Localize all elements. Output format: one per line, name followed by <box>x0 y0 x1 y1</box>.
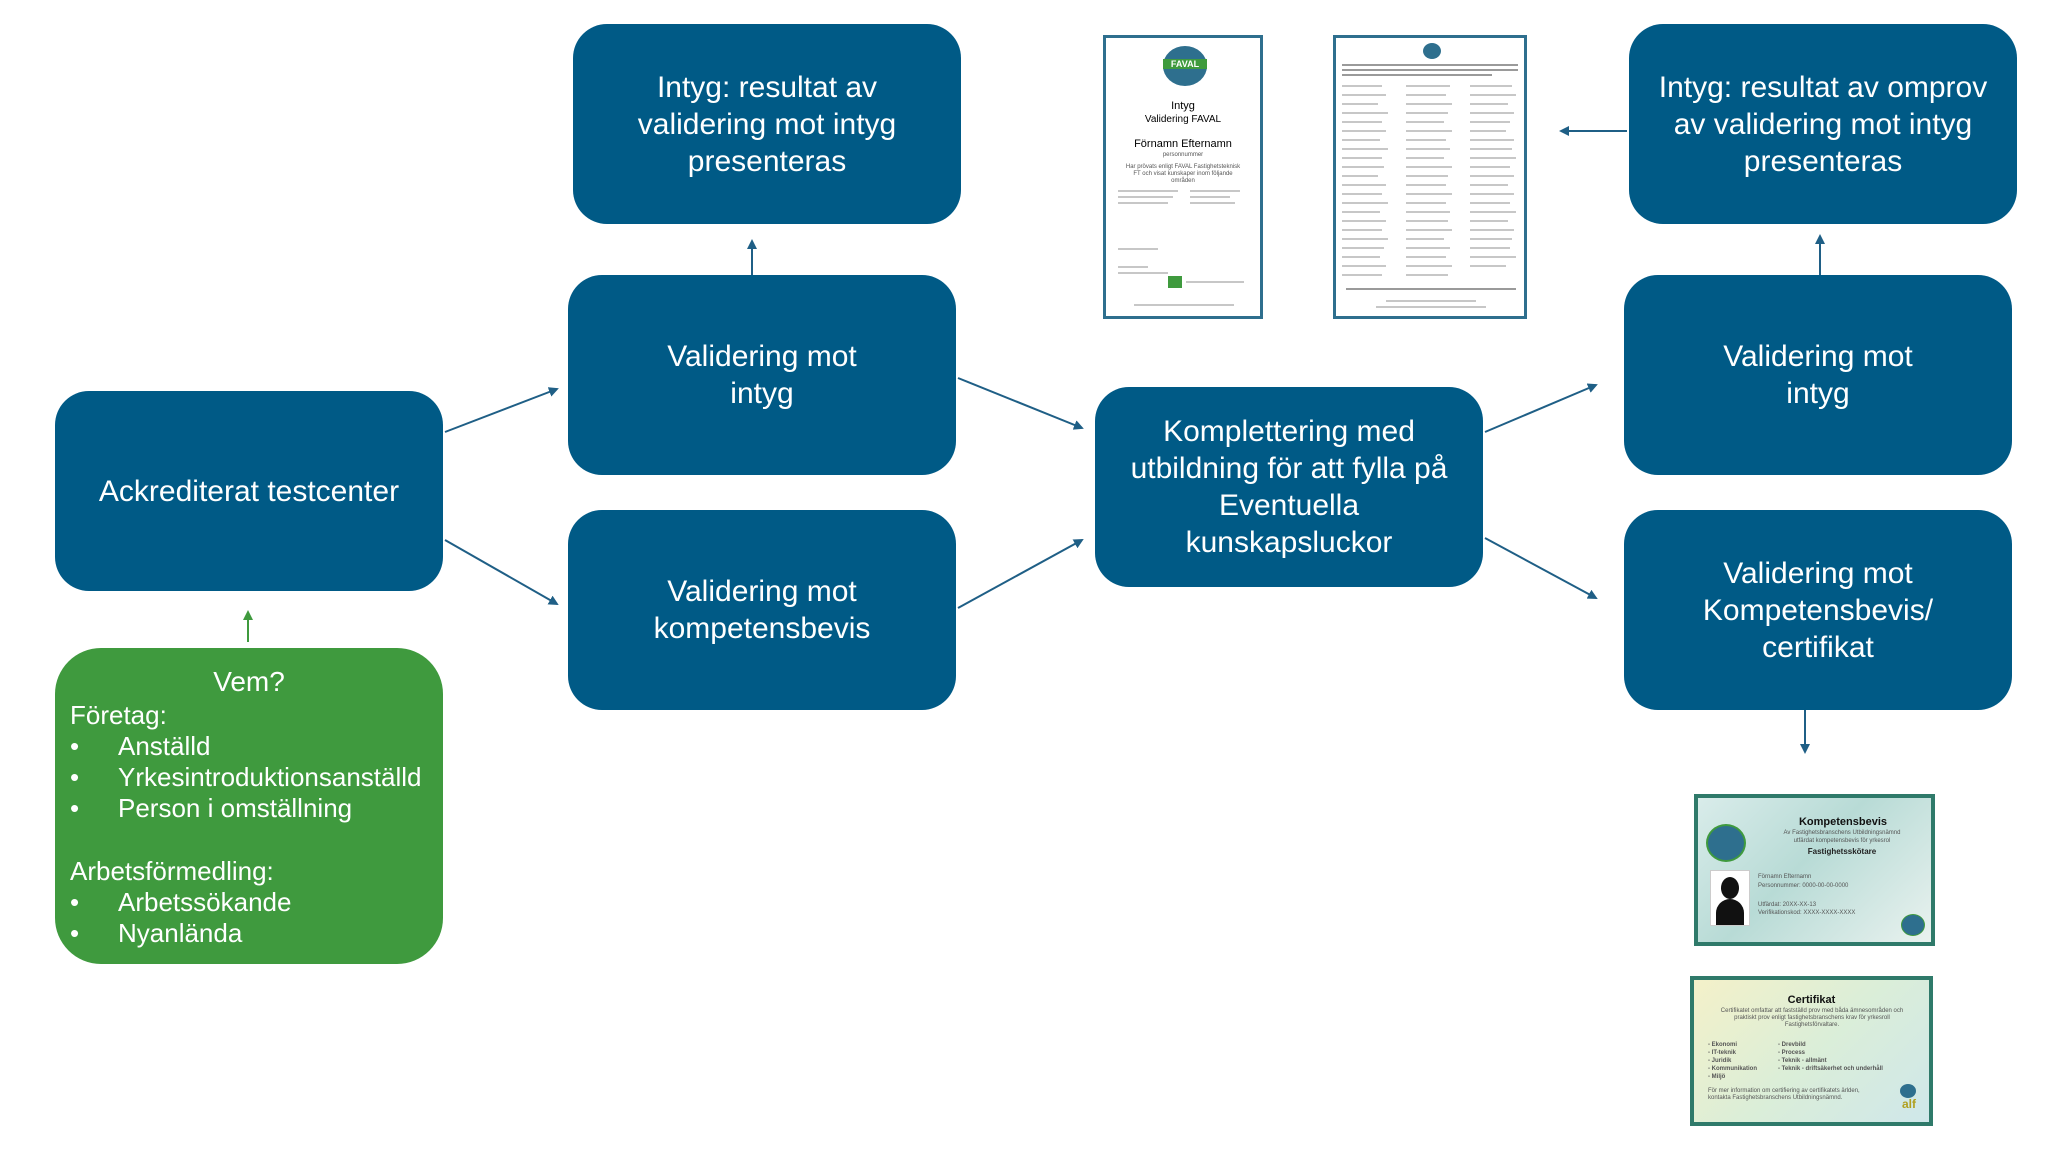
card-issued: Utfärdat: 20XX-XX-13 <box>1758 902 1817 908</box>
intyg-document-front: FAVAL Intyg Validering FAVAL Förnamn Eft… <box>1103 35 1263 319</box>
card-item: - Juridik <box>1708 1058 1732 1064</box>
arrow-komplettering-to-intyg2 <box>1484 383 1598 433</box>
node-validering-kompetensbevis: Validering mot kompetensbevis <box>568 510 956 710</box>
card-footer: För mer information om certifiering av c… <box>1708 1088 1860 1101</box>
doc-pnr: personnummer <box>1162 152 1204 158</box>
card-item: - Drevbild <box>1778 1042 1806 1048</box>
card-item: - Kommunikation <box>1708 1066 1757 1072</box>
node-validering-intyg-2: Validering mot intyg <box>1624 275 2012 475</box>
arrow-testcenter-to-intyg <box>444 387 559 433</box>
card-text: Certifikatet omfattar att fastställd pro… <box>1720 1008 1904 1028</box>
card-item: - Teknik - allmänt <box>1778 1058 1827 1064</box>
card-title: Kompetensbevis <box>1798 816 1888 828</box>
node-komplettering: Komplettering med utbildning för att fyl… <box>1095 387 1483 587</box>
certifikat-card: Certifikat Certifikatet omfattar att fas… <box>1690 976 1933 1126</box>
kompetensbevis-card: Kompetensbevis Av Fastighetsbranschens U… <box>1694 794 1935 946</box>
alf-logo: alf <box>1896 1084 1922 1114</box>
card-role: Fastighetsskötare <box>1807 847 1877 856</box>
node-intyg-resultat: Intyg: resultat av validering mot intyg … <box>573 24 961 224</box>
foretag-label: Företag: <box>70 700 167 730</box>
node-validering-kompetensbevis-certifikat: Validering mot Kompetensbevis/ certifika… <box>1624 510 2012 710</box>
node-validering-intyg: Validering mot intyg <box>568 275 956 475</box>
doc-text: Har prövats enligt FAVAL Fastighetstekni… <box>1125 164 1241 184</box>
arrow-kompetensbevis-to-komplettering <box>957 539 1084 609</box>
card-line: Av Fastighetsbranschens Utbildningsnämnd <box>1783 830 1901 836</box>
card-item: - Process <box>1778 1050 1806 1056</box>
doc-name: Förnamn Efternamn <box>1134 138 1232 150</box>
faval-logo <box>1706 824 1746 862</box>
card-title: Certifikat <box>1787 994 1836 1006</box>
doc-subtitle: Validering FAVAL <box>1144 114 1222 125</box>
card-item: - IT-teknik <box>1708 1050 1737 1056</box>
faval-logo: FAVAL <box>1163 46 1207 86</box>
avatar <box>1710 870 1750 926</box>
card-item: - Ekonomi <box>1708 1042 1738 1048</box>
faval-logo-small <box>1423 43 1441 59</box>
vem-box: Vem? Företag: •Anställd •Yrkesintrodukti… <box>55 648 443 964</box>
card-pnr: Personnummer: 0000-00-00-0000 <box>1758 883 1849 889</box>
intyg-document-details <box>1333 35 1527 319</box>
arrow-testcenter-to-kompetensbevis <box>444 539 559 605</box>
node-ackrediterat-testcenter: Ackrediterat testcenter <box>55 391 443 591</box>
doc-title: Intyg <box>1171 100 1195 112</box>
node-intyg-omprov: Intyg: resultat av omprov av validering … <box>1629 24 2017 224</box>
arrow-intyg-to-komplettering <box>957 377 1084 430</box>
partner-logo <box>1168 276 1182 288</box>
card-item: - Miljö <box>1708 1074 1726 1080</box>
vem-title: Vem? <box>213 666 285 697</box>
card-item: - Teknik - driftsäkerhet och underhåll <box>1778 1066 1883 1072</box>
arrow-komplettering-to-kompetensbevis2 <box>1484 537 1598 599</box>
card-code: Verifikationskod: XXXX-XXXX-XXXX <box>1758 910 1856 916</box>
faval-logo-small <box>1901 914 1925 936</box>
card-name: Förnamn Efternamn <box>1758 874 1812 880</box>
card-line: utfärdat kompetensbevis för yrkesrol <box>1793 838 1891 844</box>
af-label: Arbetsförmedling: <box>70 856 274 886</box>
